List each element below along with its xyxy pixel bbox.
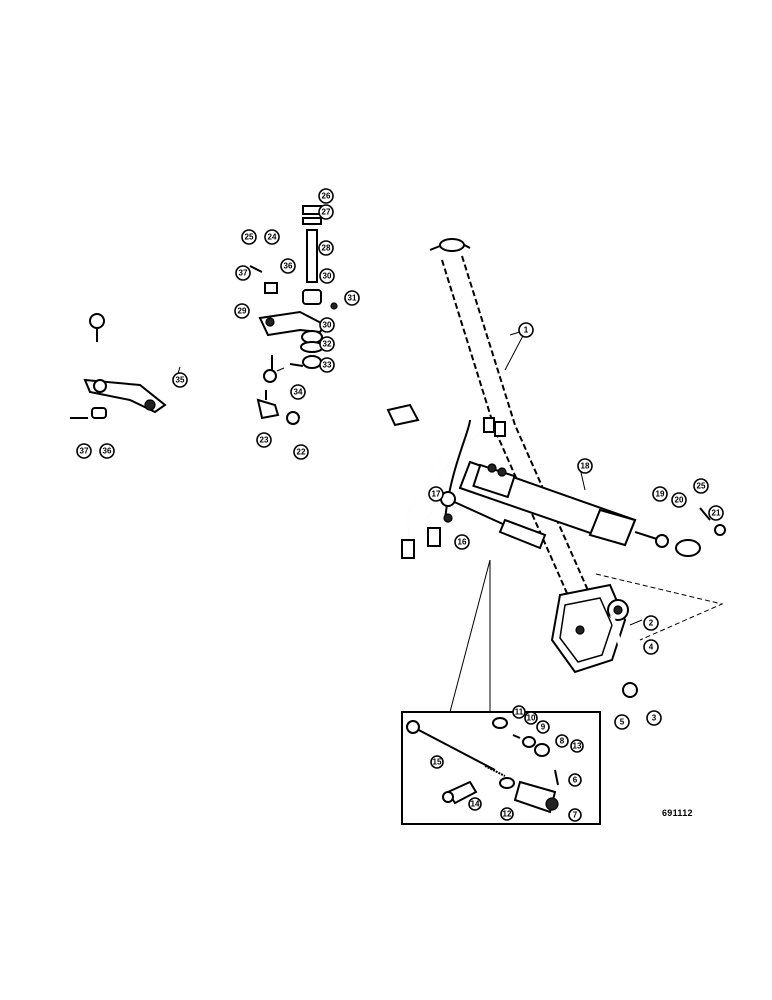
callout-30: 30 [319, 317, 335, 333]
callout-11: 11 [512, 705, 526, 719]
drag-link [89, 313, 277, 383]
callout-34: 34 [290, 384, 306, 400]
callout-29: 29 [234, 303, 250, 319]
svg-text:30: 30 [323, 321, 332, 330]
callout-7: 7 [568, 808, 582, 822]
svg-text:37: 37 [239, 269, 248, 278]
svg-text:6: 6 [573, 776, 578, 785]
svg-text:20: 20 [675, 496, 684, 505]
svg-text:14: 14 [471, 800, 480, 809]
detail-inset-box [401, 711, 601, 825]
svg-text:2: 2 [649, 619, 654, 628]
svg-text:13: 13 [573, 742, 582, 751]
callout-31: 31 [344, 290, 360, 306]
svg-text:36: 36 [284, 262, 293, 271]
callout-4: 4 [643, 639, 659, 655]
svg-text:21: 21 [712, 509, 721, 518]
svg-text:11: 11 [515, 708, 524, 717]
callout-1: 1 [518, 322, 534, 338]
svg-text:23: 23 [260, 436, 269, 445]
svg-text:24: 24 [268, 233, 277, 242]
svg-text:25: 25 [697, 482, 706, 491]
callout-36-top: 36 [280, 258, 296, 274]
svg-text:12: 12 [503, 810, 512, 819]
power-cylinder [299, 415, 726, 557]
callout-21: 21 [708, 505, 724, 521]
callout-5: 5 [614, 714, 630, 730]
svg-text:28: 28 [322, 244, 331, 253]
callout-25-right: 25 [693, 478, 709, 494]
svg-text:34: 34 [294, 388, 303, 397]
figure-number: 691112 [662, 808, 693, 818]
svg-text:26: 26 [322, 192, 331, 201]
svg-text:27: 27 [322, 208, 331, 217]
svg-text:16: 16 [458, 538, 467, 547]
callout-6: 6 [568, 773, 582, 787]
svg-text:22: 22 [297, 448, 306, 457]
callout-10: 10 [524, 711, 538, 725]
svg-text:17: 17 [432, 490, 441, 499]
callout-20: 20 [671, 492, 687, 508]
callout-24: 24 [264, 229, 280, 245]
svg-text:33: 33 [323, 361, 332, 370]
callout-27: 27 [318, 204, 334, 220]
callout-16: 16 [454, 534, 470, 550]
steering-column [441, 255, 591, 601]
steering-wheel [366, 197, 528, 283]
svg-text:29: 29 [238, 307, 247, 316]
svg-text:30: 30 [323, 272, 332, 281]
svg-text:9: 9 [541, 723, 546, 732]
inset-parts [406, 717, 559, 814]
callout-2: 2 [643, 615, 659, 631]
callout-14: 14 [468, 797, 482, 811]
svg-text:7: 7 [573, 811, 578, 820]
svg-text:32: 32 [323, 340, 332, 349]
callout-30-top: 30 [319, 268, 335, 284]
steering-gear-box [550, 583, 638, 698]
svg-text:36: 36 [103, 447, 112, 456]
callout-37-top: 37 [235, 265, 251, 281]
svg-text:19: 19 [656, 490, 665, 499]
callout-18: 18 [577, 458, 593, 474]
callout-32: 32 [319, 336, 335, 352]
inset-leader [449, 559, 491, 713]
callout-37-left: 37 [76, 443, 92, 459]
callout-36-left: 36 [99, 443, 115, 459]
svg-text:8: 8 [560, 737, 565, 746]
ball-joints [256, 390, 300, 425]
bell-crank [249, 205, 338, 369]
svg-text:35: 35 [176, 376, 185, 385]
alignment-line [595, 573, 724, 641]
callout-22: 22 [293, 444, 309, 460]
callout-26: 26 [318, 188, 334, 204]
svg-text:15: 15 [433, 758, 442, 767]
svg-text:37: 37 [80, 447, 89, 456]
callout-13: 13 [570, 739, 584, 753]
callout-35: 35 [172, 372, 188, 388]
callout-17: 17 [428, 486, 444, 502]
callout-8: 8 [555, 734, 569, 748]
callout-28: 28 [318, 240, 334, 256]
svg-text:5: 5 [620, 718, 625, 727]
callout-9: 9 [536, 720, 550, 734]
svg-text:3: 3 [652, 714, 657, 723]
svg-text:18: 18 [581, 462, 590, 471]
callout-23: 23 [256, 432, 272, 448]
hydraulic-hoses [386, 403, 506, 559]
svg-text:25: 25 [245, 233, 254, 242]
svg-text:31: 31 [348, 294, 357, 303]
svg-text:10: 10 [527, 714, 536, 723]
callout-12: 12 [500, 807, 514, 821]
svg-text:1: 1 [524, 326, 529, 335]
callout-33: 33 [319, 357, 335, 373]
control-valve-link [440, 491, 547, 550]
svg-text:4: 4 [649, 643, 654, 652]
callout-3: 3 [646, 710, 662, 726]
callout-25-top: 25 [241, 229, 257, 245]
callout-15-inset: 15 [430, 755, 444, 769]
steering-arm [70, 378, 167, 419]
callout-19: 19 [652, 486, 668, 502]
